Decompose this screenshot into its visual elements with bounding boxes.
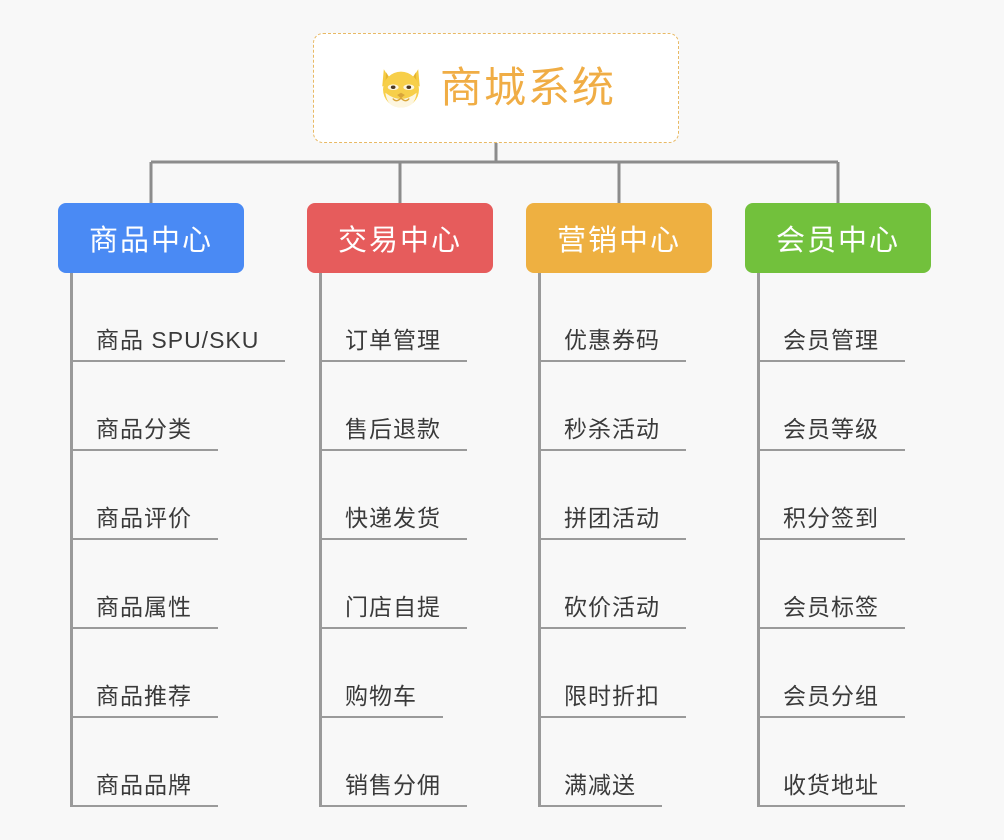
leaf-underline: 积分签到 <box>757 504 905 540</box>
leaf-list: 会员管理会员等级积分签到会员标签会员分组收货地址 <box>745 273 931 807</box>
leaf-spine <box>70 273 73 807</box>
leaf-label: 收货地址 <box>783 771 879 798</box>
leaf-item[interactable]: 会员分组 <box>745 629 931 718</box>
leaf-item[interactable]: 秒杀活动 <box>526 362 712 451</box>
leaf-label: 商品品牌 <box>96 771 192 798</box>
leaf-underline: 商品 SPU/SKU <box>70 326 286 362</box>
branch-column: 营销中心优惠券码秒杀活动拼团活动砍价活动限时折扣满减送 <box>526 203 712 807</box>
leaf-item[interactable]: 销售分佣 <box>307 718 493 807</box>
leaf-label: 门店自提 <box>345 593 441 620</box>
branch-column: 交易中心订单管理售后退款快递发货门店自提购物车销售分佣 <box>307 203 493 807</box>
leaf-label: 售后退款 <box>345 415 441 442</box>
leaf-list: 商品 SPU/SKU 商品分类商品评价商品属性商品推荐商品品牌 <box>58 273 286 807</box>
leaf-spine <box>538 273 541 807</box>
leaf-label: 商品推荐 <box>96 682 192 709</box>
leaf-label: 商品评价 <box>96 504 192 531</box>
leaf-label: 会员标签 <box>783 593 879 620</box>
leaf-item[interactable]: 拼团活动 <box>526 451 712 540</box>
leaf-underline: 会员管理 <box>757 326 905 362</box>
branch-header-label: 会员中心 <box>775 225 900 257</box>
leaf-list: 优惠券码秒杀活动拼团活动砍价活动限时折扣满减送 <box>526 273 712 807</box>
leaf-underline: 收货地址 <box>757 771 905 807</box>
leaf-underline: 会员等级 <box>757 415 905 451</box>
leaf-underline: 商品品牌 <box>70 771 218 807</box>
leaf-underline: 商品评价 <box>70 504 218 540</box>
leaf-label: 拼团活动 <box>564 504 660 531</box>
leaf-item[interactable]: 商品评价 <box>58 451 244 540</box>
leaf-underline: 砍价活动 <box>538 593 686 629</box>
leaf-item[interactable]: 商品 SPU/SKU <box>58 273 286 362</box>
shiba-dog-face-icon <box>382 69 420 110</box>
leaf-label: 砍价活动 <box>564 593 660 620</box>
leaf-label: 购物车 <box>345 682 417 709</box>
leaf-item[interactable]: 门店自提 <box>307 540 493 629</box>
leaf-item[interactable]: 砍价活动 <box>526 540 712 629</box>
leaf-underline: 满减送 <box>538 771 662 807</box>
leaf-underline: 会员分组 <box>757 682 905 718</box>
leaf-underline: 限时折扣 <box>538 682 686 718</box>
leaf-underline: 订单管理 <box>319 326 467 362</box>
leaf-underline: 商品推荐 <box>70 682 218 718</box>
leaf-label: 积分签到 <box>783 504 879 531</box>
leaf-underline: 购物车 <box>319 682 443 718</box>
branch-header-label: 营销中心 <box>556 225 681 257</box>
leaf-underline: 门店自提 <box>319 593 467 629</box>
branch-header-1[interactable]: 商品中心 <box>58 203 244 273</box>
leaf-item[interactable]: 商品推荐 <box>58 629 244 718</box>
leaf-item[interactable]: 会员标签 <box>745 540 931 629</box>
leaf-label: 快递发货 <box>345 504 441 531</box>
branch-header-2[interactable]: 交易中心 <box>307 203 493 273</box>
leaf-spine <box>757 273 760 807</box>
branch-header-label: 交易中心 <box>337 225 462 257</box>
leaf-item[interactable]: 优惠券码 <box>526 273 712 362</box>
leaf-underline: 销售分佣 <box>319 771 467 807</box>
leaf-item[interactable]: 订单管理 <box>307 273 493 362</box>
branch-column: 会员中心会员管理会员等级积分签到会员标签会员分组收货地址 <box>745 203 931 807</box>
leaf-list: 订单管理售后退款快递发货门店自提购物车销售分佣 <box>307 273 493 807</box>
leaf-label: 商品 SPU/SKU <box>96 326 260 353</box>
leaf-label: 订单管理 <box>345 326 441 353</box>
leaf-item[interactable]: 购物车 <box>307 629 493 718</box>
leaf-item[interactable]: 收货地址 <box>745 718 931 807</box>
leaf-label: 会员管理 <box>783 326 879 353</box>
leaf-item[interactable]: 积分签到 <box>745 451 931 540</box>
leaf-underline: 会员标签 <box>757 593 905 629</box>
leaf-item[interactable]: 商品分类 <box>58 362 244 451</box>
leaf-item[interactable]: 限时折扣 <box>526 629 712 718</box>
leaf-item[interactable]: 会员等级 <box>745 362 931 451</box>
leaf-item[interactable]: 售后退款 <box>307 362 493 451</box>
leaf-label: 商品分类 <box>96 415 192 442</box>
root-node[interactable]: 商城系统 <box>313 33 679 143</box>
leaf-item[interactable]: 会员管理 <box>745 273 931 362</box>
leaf-underline: 售后退款 <box>319 415 467 451</box>
branch-column: 商品中心商品 SPU/SKU 商品分类商品评价商品属性商品推荐商品品牌 <box>58 203 286 807</box>
leaf-label: 优惠券码 <box>564 326 660 353</box>
branch-header-label: 商品中心 <box>88 225 213 257</box>
leaf-underline: 商品分类 <box>70 415 218 451</box>
branch-header-3[interactable]: 营销中心 <box>526 203 712 273</box>
branch-header-4[interactable]: 会员中心 <box>745 203 931 273</box>
leaf-label: 满减送 <box>564 771 636 798</box>
leaf-item[interactable]: 快递发货 <box>307 451 493 540</box>
leaf-spine <box>319 273 322 807</box>
root-title: 商城系统 <box>439 64 616 111</box>
leaf-label: 商品属性 <box>96 593 192 620</box>
leaf-item[interactable]: 满减送 <box>526 718 712 807</box>
leaf-underline: 优惠券码 <box>538 326 686 362</box>
leaf-underline: 商品属性 <box>70 593 218 629</box>
leaf-underline: 快递发货 <box>319 504 467 540</box>
leaf-label: 会员等级 <box>783 415 879 442</box>
leaf-label: 会员分组 <box>783 682 879 709</box>
leaf-label: 秒杀活动 <box>564 415 660 442</box>
leaf-item[interactable]: 商品属性 <box>58 540 244 629</box>
leaf-label: 销售分佣 <box>345 771 441 798</box>
leaf-label: 限时折扣 <box>564 682 660 709</box>
leaf-underline: 拼团活动 <box>538 504 686 540</box>
leaf-item[interactable]: 商品品牌 <box>58 718 244 807</box>
leaf-underline: 秒杀活动 <box>538 415 686 451</box>
